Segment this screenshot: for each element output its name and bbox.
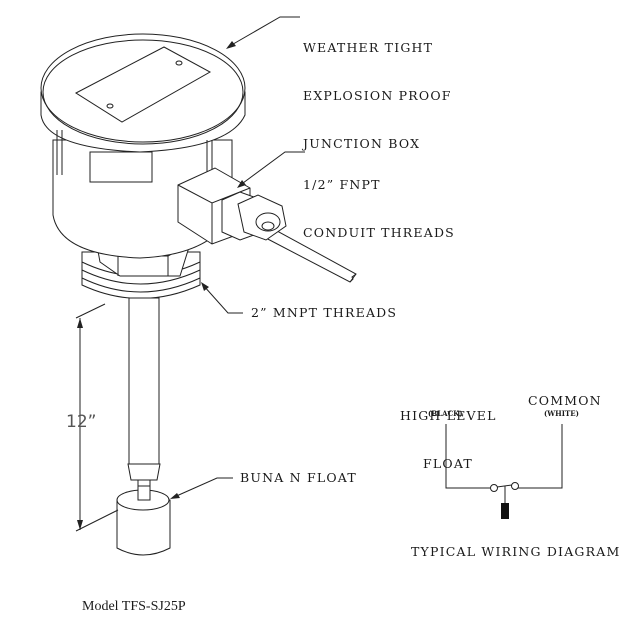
conduit-fitting [177,167,287,245]
dimension-line [75,303,119,532]
wiring-schematic [445,424,563,519]
callout-line-3: JUNCTION BOX [303,136,421,151]
label-line-1: HIGH LEVEL [400,408,497,423]
white-wire-label: (WHITE) [544,409,579,418]
stem [127,297,161,499]
callout-line-1: WEATHER TIGHT [303,40,434,55]
buna-n-float [116,485,171,556]
length-dimension: 12” [66,412,97,432]
label-line-2: FLOAT [423,456,473,471]
callout-line-1: 1/2” FNPT [303,177,381,192]
float-callout: BUNA N FLOAT [240,470,357,485]
junction-box [40,33,246,259]
callout-line-2: EXPLOSION PROOF [303,88,452,103]
junction-box-callout: WEATHER TIGHT EXPLOSION PROOF JUNCTION B… [303,8,452,168]
common-label: COMMON [528,393,602,408]
leader-lines [170,16,305,499]
black-wire-label: (BLACK) [428,409,463,418]
high-level-float-label: HIGH LEVEL FLOAT [400,376,496,488]
callout-line-2: CONDUIT THREADS [303,225,455,240]
model-number: Model TFS-SJ25P [82,599,186,614]
wiring-diagram-title: TYPICAL WIRING DIAGRAM [411,544,620,559]
mnpt-callout: 2” MNPT THREADS [251,305,398,320]
conduit-callout: 1/2” FNPT CONDUIT THREADS [303,145,455,257]
